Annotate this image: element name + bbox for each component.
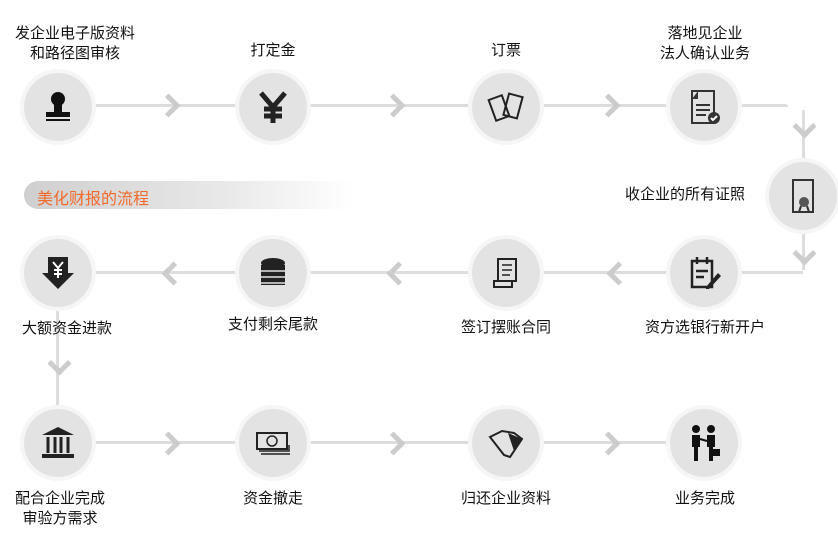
arrow-left-icon — [161, 261, 186, 286]
step-label: 落地见企业法人确认业务 — [659, 24, 751, 62]
step-label: 订票 — [490, 41, 522, 59]
step-label: 配合企业完成审验方需求 — [14, 489, 106, 527]
bank-icon — [24, 409, 92, 477]
connector — [704, 104, 788, 107]
step-label: 签订摆账合同 — [460, 318, 552, 336]
arrow-right-icon — [156, 431, 181, 456]
step-label: 打定金 — [250, 41, 296, 59]
arrow-right-icon — [596, 431, 621, 456]
scroll-icon — [472, 239, 540, 307]
handshake-icon — [472, 409, 540, 477]
arrow-down-icon — [47, 351, 72, 376]
stamp-icon — [24, 73, 92, 141]
connector — [58, 271, 803, 274]
arrow-left-icon — [606, 261, 631, 286]
step-label: 大额资金进款 — [21, 319, 113, 337]
businessmen-icon — [670, 409, 738, 477]
connector — [56, 273, 59, 443]
step-label: 业务完成 — [674, 489, 736, 507]
tickets-icon — [472, 73, 540, 141]
connector — [58, 441, 704, 444]
arrow-down-icon — [792, 114, 817, 139]
step-label: 支付剩余尾款 — [227, 315, 319, 333]
step-label: 资方选银行新开户 — [644, 318, 766, 336]
arrow-right-icon — [381, 93, 406, 118]
connector — [58, 104, 704, 107]
step-label: 资金撤走 — [242, 489, 304, 507]
coins-icon — [239, 239, 307, 307]
step-label: 收企业的所有证照 — [624, 185, 746, 203]
section-banner: 美化财报的流程 — [24, 181, 354, 209]
yen-icon — [239, 73, 307, 141]
certificate-icon — [769, 162, 837, 230]
arrow-right-icon — [596, 93, 621, 118]
arrow-right-icon — [156, 93, 181, 118]
arrow-down-icon — [792, 241, 817, 266]
banner-title: 美化财报的流程 — [37, 189, 150, 208]
step-label: 归还企业资料 — [460, 489, 552, 507]
clipboard-pen-icon — [670, 239, 738, 307]
cash-icon — [239, 409, 307, 477]
arrow-right-icon — [381, 431, 406, 456]
document-check-icon — [670, 73, 738, 141]
yen-down-icon — [24, 239, 92, 307]
step-label: 发企业电子版资料和路径图审核 — [14, 24, 136, 62]
arrow-left-icon — [386, 261, 411, 286]
